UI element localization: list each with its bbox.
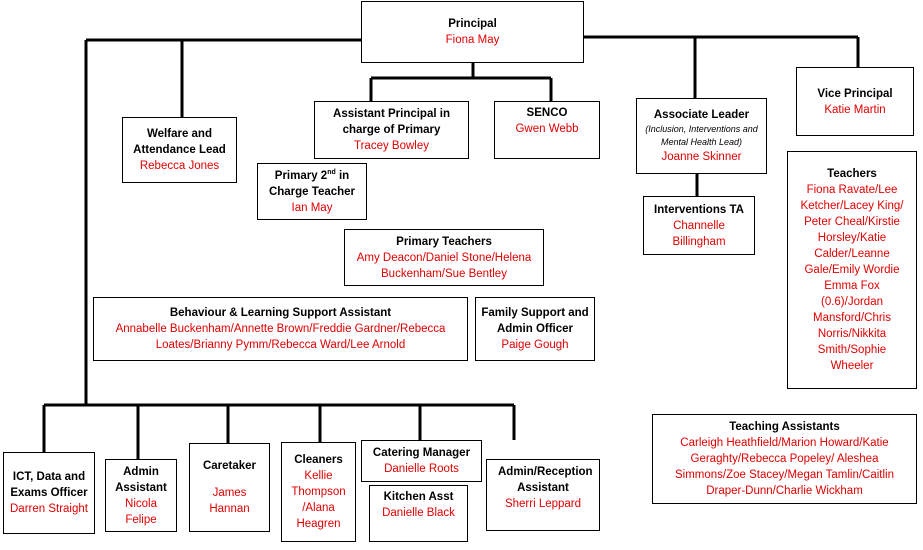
admin-reception-name: Sherri Leppard xyxy=(504,498,582,510)
catering-manager-box: Catering Manager Danielle Roots xyxy=(361,440,482,482)
vice-principal-name: Katie Martin xyxy=(824,103,886,116)
teaching-assistants-names: Carleigh Heathfield/Marion Howard/Katie … xyxy=(674,437,895,497)
teachers-names: Fiona Ravate/Lee Ketcher/Lacey King/ Pet… xyxy=(800,184,904,372)
welfare-box: Welfare and Attendance Lead Rebecca Jone… xyxy=(122,117,237,183)
assistant-principal-title: Assistant Principal in charge of Primary xyxy=(333,108,450,136)
interventions-ta-title: Interventions TA xyxy=(654,203,744,216)
vice-principal-title: Vice Principal xyxy=(817,87,893,100)
behaviour-box: Behaviour & Learning Support Assistant A… xyxy=(93,297,468,361)
catering-manager-title: Catering Manager xyxy=(372,447,471,459)
associate-leader-title: Associate Leader xyxy=(653,109,750,121)
associate-leader-subtitle: (Inclusion, Interventions and Mental Hea… xyxy=(645,124,758,147)
principal-title: Principal xyxy=(448,18,497,30)
primary-second-name: Ian May xyxy=(291,201,333,214)
kitchen-asst-name: Danielle Black xyxy=(382,507,455,519)
welfare-name: Rebecca Jones xyxy=(139,160,220,172)
cleaners-box: Cleaners Kellie Thompson /Alana Heagren xyxy=(281,442,356,542)
associate-leader-name: Joanne Skinner xyxy=(661,151,742,163)
behaviour-names: Annabelle Buckenham/Annette Brown/Freddi… xyxy=(115,323,446,351)
vice-principal-box: Vice Principal Katie Martin xyxy=(796,67,914,136)
kitchen-asst-box: Kitchen Asst Danielle Black xyxy=(369,485,468,542)
primary-second-title: Primary 2nd in Charge Teacher xyxy=(268,168,356,198)
kitchen-asst-title: Kitchen Asst xyxy=(383,491,454,503)
primary-teachers-names: Amy Deacon/Daniel Stone/Helena Buckenham… xyxy=(356,251,532,280)
teaching-assistants-box: Teaching Assistants Carleigh Heathfield/… xyxy=(652,414,917,504)
cleaners-title: Cleaners xyxy=(294,454,343,466)
associate-leader-box: Associate Leader (Inclusion, Interventio… xyxy=(636,98,767,174)
family-support-title: Family Support and Admin Officer xyxy=(481,307,589,335)
primary-second-box: Primary 2nd in Charge Teacher Ian May xyxy=(257,163,367,220)
welfare-title: Welfare and Attendance Lead xyxy=(133,128,226,156)
caretaker-box: Caretaker James Hannan xyxy=(189,443,270,532)
admin-assistant-box: Admin Assistant Nicola Felipe xyxy=(105,459,177,532)
interventions-ta-name: Channelle Billingham xyxy=(672,219,726,248)
ict-title: ICT, Data and Exams Officer xyxy=(10,471,88,499)
primary-teachers-box: Primary Teachers Amy Deacon/Daniel Stone… xyxy=(344,229,544,286)
admin-reception-box: Admin/Reception Assistant Sherri Leppard xyxy=(486,459,600,531)
teaching-assistants-title: Teaching Assistants xyxy=(729,421,840,433)
primary-teachers-title: Primary Teachers xyxy=(396,235,492,248)
admin-assistant-title: Admin Assistant xyxy=(115,465,167,494)
senco-name: Gwen Webb xyxy=(515,123,579,135)
caretaker-name: James Hannan xyxy=(209,487,250,515)
ict-box: ICT, Data and Exams Officer Darren Strai… xyxy=(3,452,95,534)
principal-box: Principal Fiona May xyxy=(361,1,584,63)
family-support-box: Family Support and Admin Officer Paige G… xyxy=(475,297,595,361)
principal-name: Fiona May xyxy=(445,34,500,46)
admin-reception-title: Admin/Reception Assistant xyxy=(498,466,593,494)
family-support-name: Paige Gough xyxy=(501,339,569,351)
catering-manager-name: Danielle Roots xyxy=(384,463,459,475)
cleaners-name: Kellie Thompson /Alana Heagren xyxy=(291,470,346,530)
admin-assistant-name: Nicola Felipe xyxy=(125,497,157,526)
teachers-box: Teachers Fiona Ravate/Lee Ketcher/Lacey … xyxy=(787,151,917,389)
senco-title: SENCO xyxy=(526,107,568,119)
assistant-principal-box: Assistant Principal in charge of Primary… xyxy=(314,101,469,159)
caretaker-title: Caretaker xyxy=(202,460,257,472)
assistant-principal-name: Tracey Bowley xyxy=(354,140,429,152)
behaviour-title: Behaviour & Learning Support Assistant xyxy=(169,307,392,319)
senco-box: SENCO Gwen Webb xyxy=(494,101,600,159)
ict-name: Darren Straight xyxy=(10,503,88,515)
interventions-ta-box: Interventions TA Channelle Billingham xyxy=(643,196,755,255)
teachers-title: Teachers xyxy=(827,168,877,180)
